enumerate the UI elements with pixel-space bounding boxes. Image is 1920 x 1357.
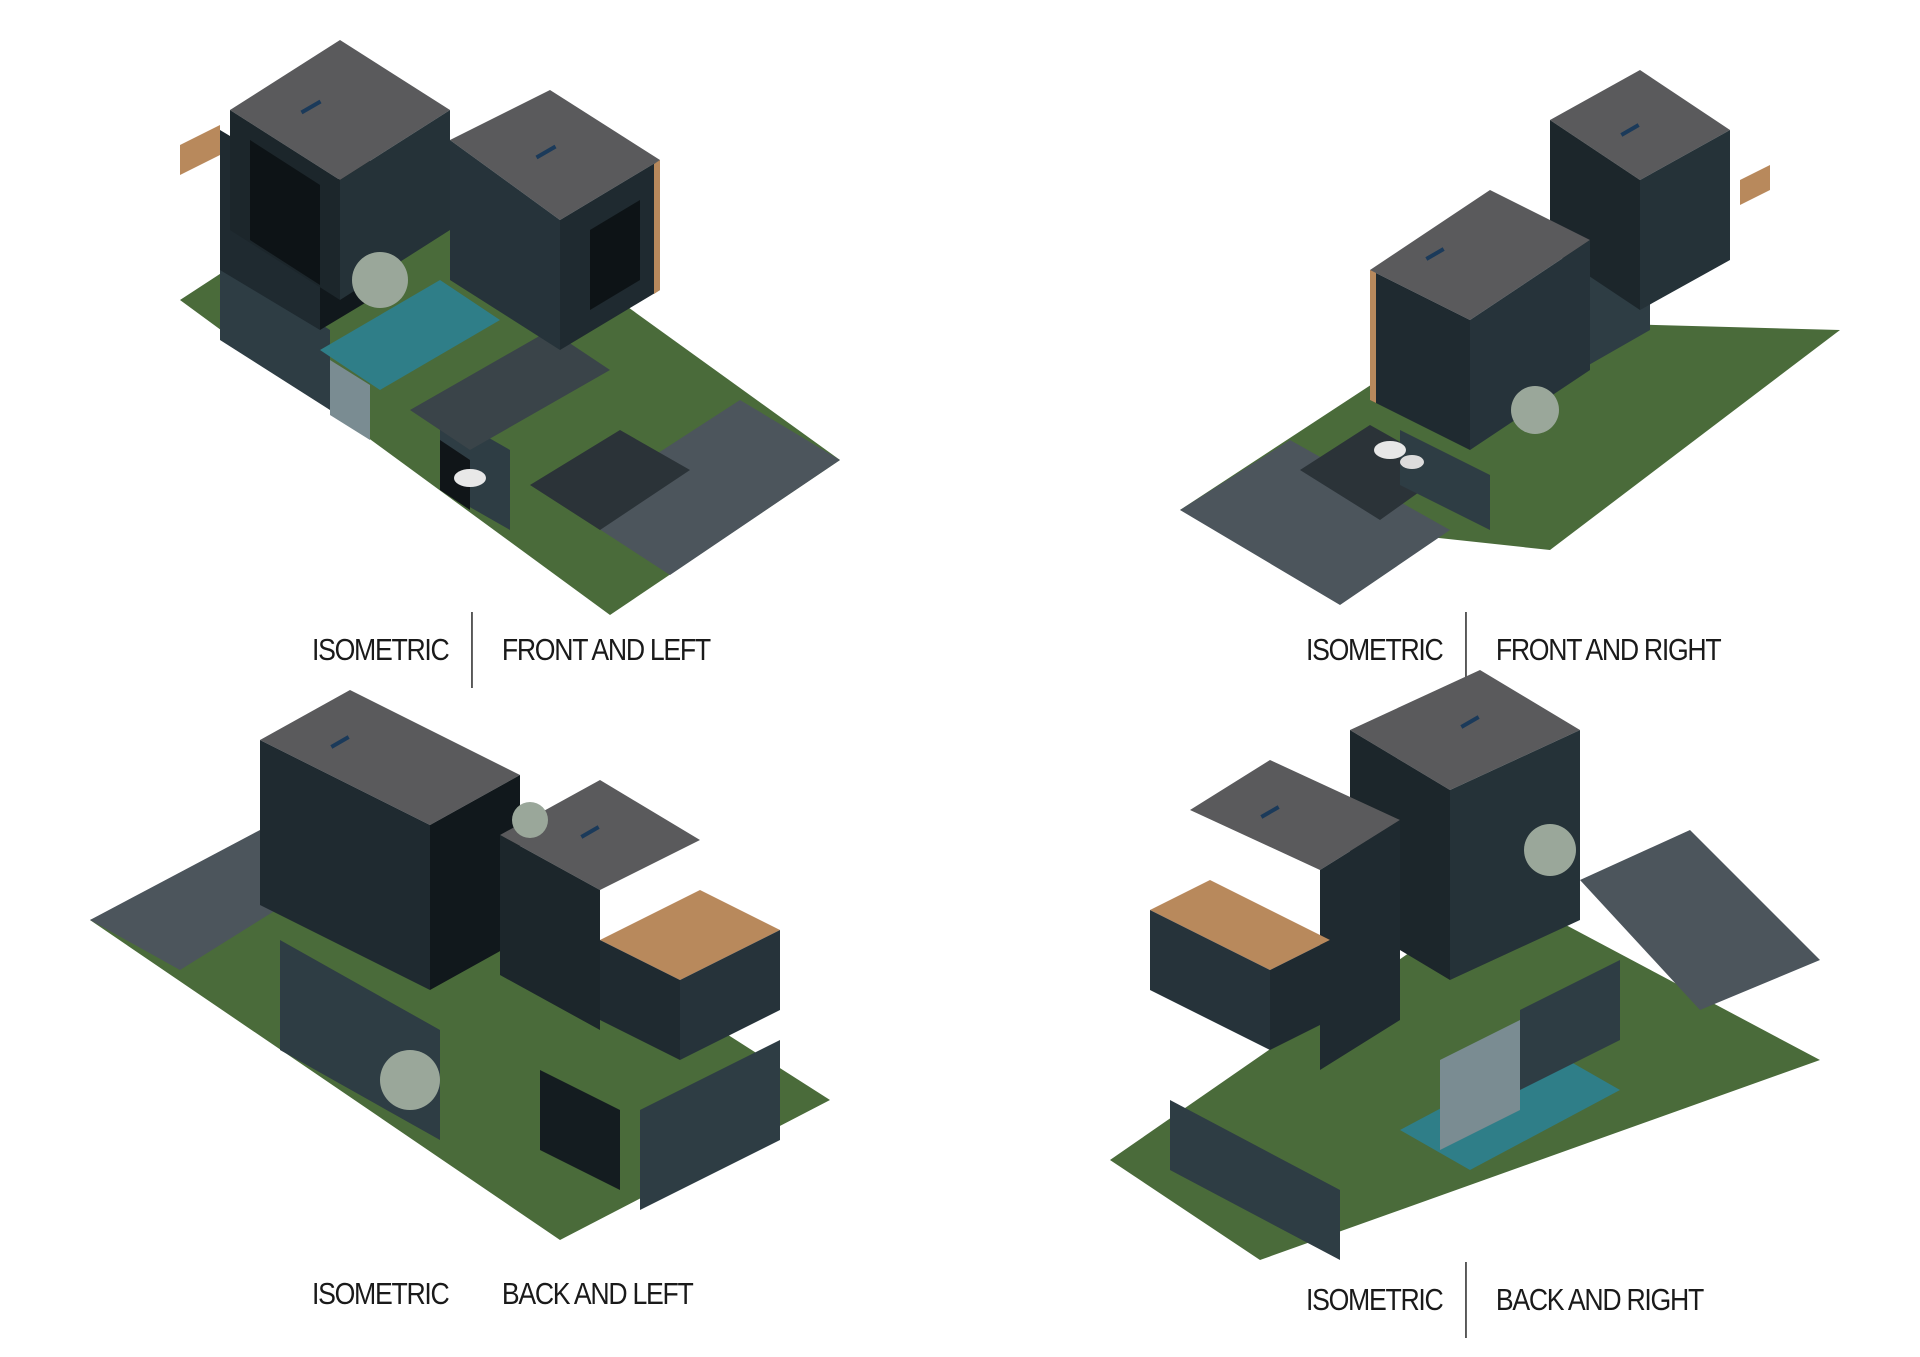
caption-front-right: ISOMETRIC FRONT AND RIGHT <box>1306 612 1722 688</box>
garage-slab <box>410 330 610 450</box>
balcony-wall-front <box>600 940 680 1060</box>
lower-glazing <box>540 1070 620 1190</box>
main-block-glazing <box>250 140 320 285</box>
cube-glazing <box>590 200 640 310</box>
base-stone-right <box>1520 960 1620 1090</box>
balcony-deck <box>600 890 780 980</box>
tree <box>380 1050 440 1110</box>
caption-word: ISOMETRIC <box>312 632 450 667</box>
isometric-render-front-left <box>180 40 840 615</box>
tall-block-front <box>260 740 430 990</box>
drive-grating <box>530 430 690 530</box>
skylight <box>330 735 350 749</box>
base-stone-left <box>1170 1100 1340 1260</box>
caption-direction: BACK AND LEFT <box>501 1276 694 1311</box>
tree <box>352 252 408 308</box>
caption-back-left: ISOMETRIC BACK AND LEFT <box>312 1256 694 1332</box>
cube-side <box>1470 240 1590 450</box>
base-stone-right <box>640 1040 780 1210</box>
driveway-paving <box>1180 440 1450 605</box>
balcony-wall <box>680 930 780 1060</box>
driveway-paving <box>570 400 840 575</box>
tall-block-roof <box>1350 670 1580 790</box>
skylight <box>1425 247 1445 261</box>
view-back-left <box>80 680 860 1340</box>
cube-roof <box>1370 190 1590 320</box>
tree <box>512 802 548 838</box>
caption-divider <box>470 612 473 688</box>
tall-block-roof <box>260 690 520 825</box>
back-block-roof <box>1550 70 1730 180</box>
skylight <box>1260 805 1280 819</box>
main-block-side <box>340 110 450 300</box>
skylight <box>300 99 322 115</box>
car <box>1374 441 1406 459</box>
caption-word: ISOMETRIC <box>1306 1282 1444 1317</box>
paving <box>1580 830 1820 1010</box>
deck-wood <box>1740 165 1770 205</box>
isometric-render-back-right <box>1110 670 1820 1260</box>
balcony-deck <box>1150 880 1330 970</box>
left-block-side <box>1320 820 1400 1070</box>
skylight <box>580 825 600 839</box>
skylight <box>1620 123 1640 137</box>
caption-word: ISOMETRIC <box>312 1276 450 1311</box>
pool-waterfall <box>330 360 370 440</box>
cube-wood-fin <box>1370 270 1376 403</box>
view-front-right <box>1150 30 1870 670</box>
cube-front <box>450 140 560 350</box>
caption-back-right: ISOMETRIC BACK AND RIGHT <box>1306 1262 1704 1338</box>
caption-front-left: ISOMETRIC FRONT AND LEFT <box>312 612 711 688</box>
cube-wood-fin <box>654 160 660 294</box>
caption-word: ISOMETRIC <box>1306 632 1444 667</box>
deck-wood <box>180 125 220 175</box>
balcony-wall <box>1150 910 1270 1050</box>
view-back-right <box>1100 670 1880 1340</box>
base-stone-front <box>1400 430 1490 530</box>
isometric-render-front-right <box>1180 70 1840 605</box>
caption-direction: BACK AND RIGHT <box>1495 1282 1704 1317</box>
left-block-roof <box>1190 760 1400 870</box>
isometric-render-back-left <box>90 690 830 1240</box>
caption-divider <box>1464 612 1467 688</box>
caption-direction: FRONT AND RIGHT <box>1495 632 1722 667</box>
car <box>454 469 486 487</box>
cube-front <box>1370 270 1470 450</box>
caption-divider <box>1464 1262 1467 1338</box>
tall-block-side <box>1450 730 1580 980</box>
view-front-left <box>150 30 870 670</box>
skylight <box>535 144 557 160</box>
reflecting-pool <box>320 280 500 390</box>
base-stone-left <box>220 260 330 410</box>
waterfall <box>1440 1020 1520 1150</box>
drive-grating <box>1300 425 1450 520</box>
caption-gap <box>471 1256 473 1332</box>
balcony-wall-side <box>1270 940 1330 1050</box>
tall-block-side <box>430 775 520 990</box>
car <box>1400 455 1424 469</box>
skylight <box>1460 715 1480 729</box>
caption-direction: FRONT AND LEFT <box>501 632 711 667</box>
tree <box>1524 824 1576 876</box>
right-block-front <box>500 835 600 1030</box>
back-block-side <box>1640 130 1730 310</box>
cube-roof <box>450 90 660 220</box>
tree <box>1511 386 1559 434</box>
